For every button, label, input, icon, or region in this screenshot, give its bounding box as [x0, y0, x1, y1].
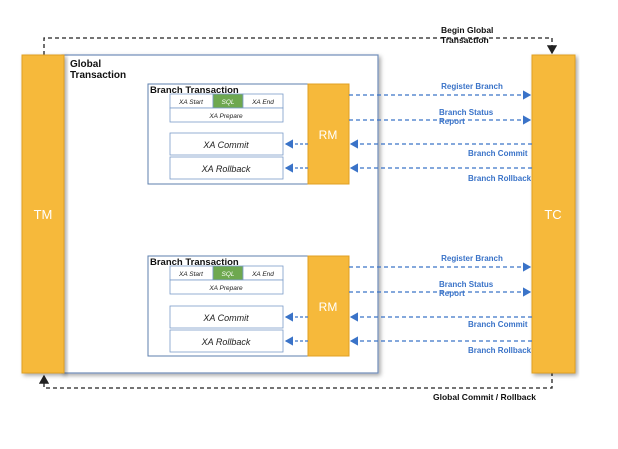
- branch-status-label-1: Branch Status: [439, 280, 494, 289]
- branch-commit-label: Branch Commit: [468, 320, 528, 329]
- xa-prepare-cell: [169, 107, 284, 123]
- sql-label: SQL: [221, 99, 234, 106]
- global-commit-rollback-flow: [38, 372, 553, 389]
- xa-rollback-label: XA Rollback: [201, 164, 251, 174]
- branch-rollback-label: Branch Rollback: [468, 174, 532, 183]
- tm-label: TM: [34, 207, 53, 222]
- xa-start-label: XA Start: [178, 99, 204, 106]
- xa-commit-cell: [169, 305, 284, 329]
- xa-rollback-label: XA Rollback: [201, 337, 251, 347]
- rm-label: RM: [319, 300, 338, 314]
- begin-global-transaction-flow: [43, 37, 558, 55]
- branch-status-label-2: Report: [439, 289, 465, 298]
- global-commit-rollback-label: Global Commit / Rollback: [433, 392, 536, 402]
- xa-end-label: XA End: [251, 99, 274, 106]
- xa-prepare-label: XA Prepare: [208, 285, 243, 292]
- branch-transaction-2: Branch Transaction XA Start SQL XA End X…: [147, 254, 532, 357]
- xa-commit-label: XA Commit: [202, 140, 249, 150]
- xa-prepare-label: XA Prepare: [208, 113, 243, 120]
- xa-commit-label: XA Commit: [202, 313, 249, 323]
- rm-label: RM: [319, 128, 338, 142]
- register-branch-label: Register Branch: [441, 254, 503, 263]
- branch-transaction-1: Branch Transaction XA Start SQL XA End X…: [147, 82, 532, 185]
- global-transaction-label-2: Transaction: [70, 70, 126, 81]
- tm-box: [21, 54, 65, 374]
- global-transaction-label-1: Global: [70, 59, 101, 70]
- branch-title: Branch Transaction: [150, 257, 239, 268]
- xa-prepare-cell: [169, 279, 284, 295]
- branch-rollback-label: Branch Rollback: [468, 346, 532, 355]
- branch-title: Branch Transaction: [150, 85, 239, 96]
- branch-status-label-2: Report: [439, 117, 465, 126]
- branch-commit-label: Branch Commit: [468, 149, 528, 158]
- begin-global-transaction-label-2: Transaction: [441, 35, 489, 45]
- register-branch-label: Register Branch: [441, 82, 503, 91]
- rm-box: [307, 83, 350, 185]
- xa-rollback-cell: [169, 156, 284, 180]
- tc-box: [531, 54, 576, 374]
- tc-label: TC: [544, 207, 561, 222]
- rm-box: [307, 255, 350, 357]
- xa-end-label: XA End: [251, 271, 274, 278]
- xa-rollback-cell: [169, 329, 284, 353]
- begin-global-transaction-label-1: Begin Global: [441, 25, 493, 35]
- xa-commit-cell: [169, 132, 284, 156]
- sql-label: SQL: [221, 271, 234, 278]
- xa-start-label: XA Start: [178, 271, 204, 278]
- branch-status-label-1: Branch Status: [439, 108, 494, 117]
